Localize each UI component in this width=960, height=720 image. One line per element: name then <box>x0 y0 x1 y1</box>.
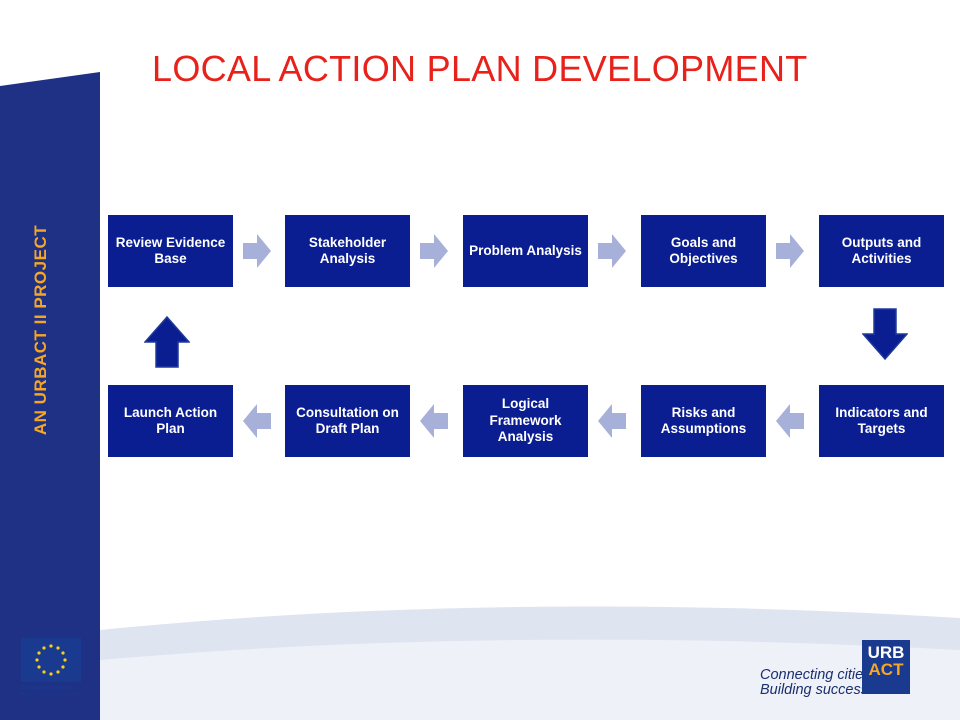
step-indicators-and-targets: Indicators and Targets <box>819 385 944 457</box>
arrow-left-icon <box>776 404 804 438</box>
arrow-down-icon <box>862 308 908 360</box>
arrow-right-icon <box>243 234 271 268</box>
step-logical-framework-analysis: Logical Framework Analysis <box>463 385 588 457</box>
arrow-left-icon <box>243 404 271 438</box>
arrow-right-icon <box>598 234 626 268</box>
eu-logo: European Union European Regional Develop… <box>21 638 82 696</box>
arrow-left-icon <box>598 404 626 438</box>
arrow-left-icon <box>420 404 448 438</box>
tagline-line-2: Building successes <box>760 682 884 698</box>
step-problem-analysis: Problem Analysis <box>463 215 588 287</box>
slide-title: LOCAL ACTION PLAN DEVELOPMENT <box>152 48 808 89</box>
step-risks-and-assumptions: Risks and Assumptions <box>641 385 766 457</box>
tagline-line-1: Connecting cities <box>760 667 871 683</box>
eu-label: European Union <box>21 684 72 691</box>
eu-flag-icon <box>21 638 81 682</box>
arrow-right-icon <box>420 234 448 268</box>
step-outputs-and-activities: Outputs and Activities <box>819 215 944 287</box>
step-stakeholder-analysis: Stakeholder Analysis <box>285 215 410 287</box>
urbact-logo-row-1: URB <box>867 643 905 662</box>
step-goals-and-objectives: Goals and Objectives <box>641 215 766 287</box>
arrow-right-icon <box>776 234 804 268</box>
tagline: Connecting cities Building successes <box>760 668 883 698</box>
step-launch-action-plan: Launch Action Plan <box>108 385 233 457</box>
arrow-up-icon <box>144 316 190 368</box>
eu-sublabel: European Regional Development Fund <box>21 692 82 696</box>
step-review-evidence-base: Review Evidence Base <box>108 215 233 287</box>
urbact-logo-row-2: ACT <box>868 660 904 679</box>
step-consultation-on-draft-plan: Consultation on Draft Plan <box>285 385 410 457</box>
project-tag: AN URBACT II PROJECT <box>31 224 50 436</box>
urbact-logo: URB ACT <box>862 640 910 694</box>
